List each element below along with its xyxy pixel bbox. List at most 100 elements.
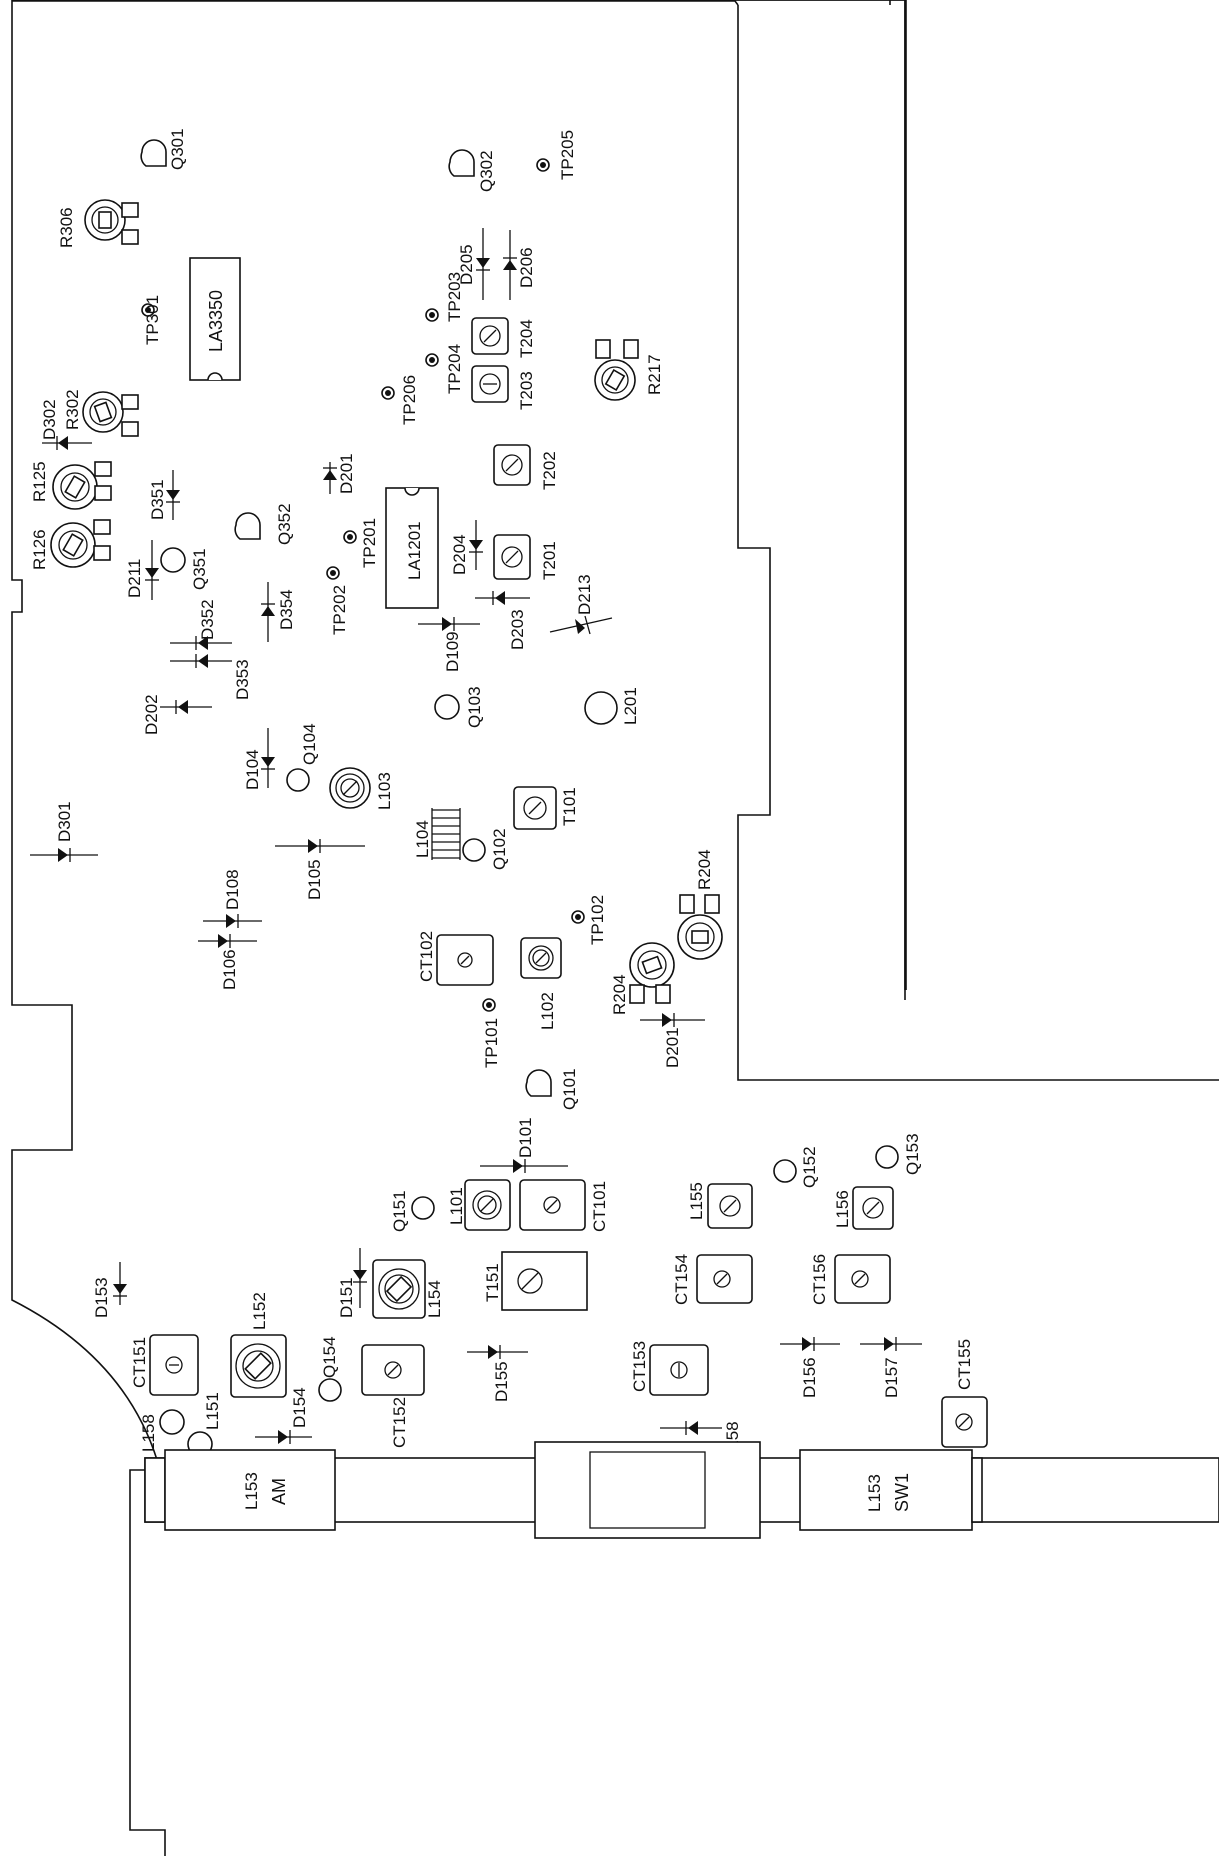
diode-d101 [480,1159,568,1173]
label-d108: D108 [223,869,242,910]
label-tp201: TP201 [360,518,379,568]
label-l158: L158 [139,1414,158,1452]
label-l152: L152 [250,1292,269,1330]
transistor-q152 [773,1159,797,1183]
label-q103: Q103 [465,686,484,728]
label-ct155: CT155 [955,1339,974,1390]
diode-d155 [467,1345,528,1359]
label-d353: D353 [233,659,252,700]
trimmer-r125 [52,461,112,510]
label-l156: L156 [833,1190,852,1228]
transformer-t204 [471,317,509,355]
diode-d202 [160,700,212,714]
label-q351: Q351 [190,548,209,590]
diode-d203 [475,591,530,605]
label-r302: R302 [63,389,82,430]
diode-d104 [261,728,275,788]
label-d154: D154 [290,1387,309,1428]
label-d354: D354 [277,589,296,630]
diode-d204 [469,520,483,570]
label-d153: D153 [92,1277,111,1318]
label-q301: Q301 [168,128,187,170]
label-d302: D302 [40,399,59,440]
label-q151: Q151 [390,1190,409,1232]
label-r204-upper: R204 [695,849,714,890]
transformer-t101 [513,786,557,830]
diode-d211 [145,540,159,600]
label-d201-upper: D201 [337,453,356,494]
transformer-t201 [493,534,531,580]
label-d157: D157 [882,1357,901,1398]
transformer-t203 [471,365,509,403]
transistor-q301 [140,139,167,167]
trimmer-r217 [594,339,639,401]
diode-d156 [780,1337,840,1351]
label-r217: R217 [645,354,664,395]
board-edge-right [737,5,1219,1081]
trimcap-ct151 [149,1334,199,1396]
label-q152: Q152 [800,1146,819,1188]
label-ct153: CT153 [630,1341,649,1392]
transistor-q153 [875,1145,899,1169]
transistor-q103 [434,694,460,720]
label-l154: L154 [425,1280,444,1318]
label-sw1: SW1 [892,1473,912,1512]
diode-d151 [353,1248,367,1308]
diode-d353 [170,654,232,668]
label-d204: D204 [450,534,469,575]
label-t204: T204 [517,319,536,358]
coil-l158 [159,1409,185,1435]
diode-d201-lower [640,1013,705,1027]
label-la3350: LA3350 [206,290,226,352]
label-q153: Q153 [903,1133,922,1175]
label-q104: Q104 [300,723,319,765]
coil-l101 [464,1179,511,1231]
diode-d157 [860,1337,922,1351]
diode-d352 [170,636,232,650]
label-d151: D151 [337,1277,356,1318]
label-l102: L102 [538,992,557,1030]
ic-la1201 [385,487,439,609]
label-d351: D351 [148,479,167,520]
label-l201: L201 [621,687,640,725]
trimcap-ct102 [436,934,494,986]
coil-l155 [707,1183,753,1229]
diode-d106 [198,934,257,948]
label-d155: D155 [492,1361,511,1402]
trimmer-r306 [84,199,139,245]
transistor-q352 [234,512,261,540]
label-tp202: TP202 [330,585,349,635]
coil-l156 [852,1186,894,1230]
board-edge-top [12,0,739,6]
trimmer-r204-upper [677,894,723,960]
label-ct101: CT101 [590,1181,609,1232]
label-tp206: TP206 [400,375,419,425]
coil-l154 [372,1259,426,1319]
trimcap-ct156 [834,1254,891,1304]
diode-d301 [30,848,98,862]
diode-d302 [42,436,92,450]
diode-d105 [275,839,365,853]
label-l153-am: L153 [242,1472,261,1510]
label-tp203: TP203 [445,272,464,322]
label-d301: D301 [55,801,74,842]
label-r306: R306 [57,207,76,248]
label-d201-lower: D201 [663,1027,682,1068]
trimcap-ct155 [941,1396,988,1448]
diode-d354 [261,582,275,642]
label-q302: Q302 [477,150,496,192]
label-t202: T202 [540,451,559,490]
label-r126: R126 [30,529,49,570]
label-q102: Q102 [490,828,509,870]
trimmer-r302 [82,391,139,437]
label-d203: D203 [508,609,527,650]
transistor-q101 [525,1069,552,1097]
label-ct154: CT154 [672,1254,691,1305]
coil-l102 [520,937,562,979]
transformer-t151 [501,1251,588,1311]
label-l104: L104 [413,820,432,858]
label-d101: D101 [516,1117,535,1158]
label-l101: L101 [447,1187,466,1225]
coil-l152 [230,1334,287,1398]
